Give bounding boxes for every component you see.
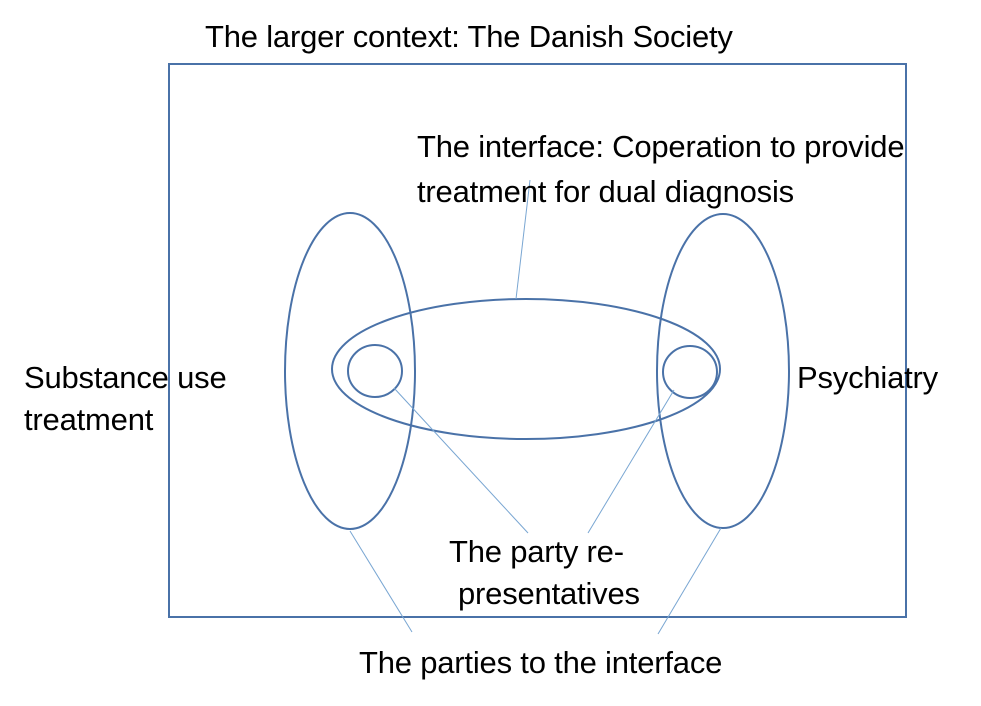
parties-label: The parties to the interface — [359, 645, 723, 680]
context-boundary — [168, 63, 907, 618]
context-label: The larger context: The Danish Society — [205, 19, 733, 54]
interface-label-line-1: The interface: Coperation to provide — [417, 129, 905, 164]
interface-label-line-2: treatment for dual diagnosis — [417, 174, 794, 209]
right-party-leader-line — [657, 527, 722, 635]
interface-ellipse — [331, 298, 721, 440]
left-party-leader-line — [349, 530, 413, 633]
right-party-ellipse — [656, 213, 790, 529]
left-party-ellipse — [284, 212, 416, 530]
right-representative-leader-line — [587, 389, 675, 534]
left-party-label-line-2: treatment — [24, 402, 154, 437]
representatives-label-line-1: The party re- — [449, 534, 624, 569]
left-representative-leader-line — [393, 387, 529, 534]
right-party-label: Psychiatry — [797, 360, 938, 395]
right-representative-circle — [662, 345, 718, 399]
left-representative-circle — [347, 344, 403, 398]
representatives-label-line-2: presentatives — [458, 576, 640, 611]
interface-leader-line — [515, 179, 531, 300]
left-party-label-line-1: Substance use — [24, 360, 227, 395]
